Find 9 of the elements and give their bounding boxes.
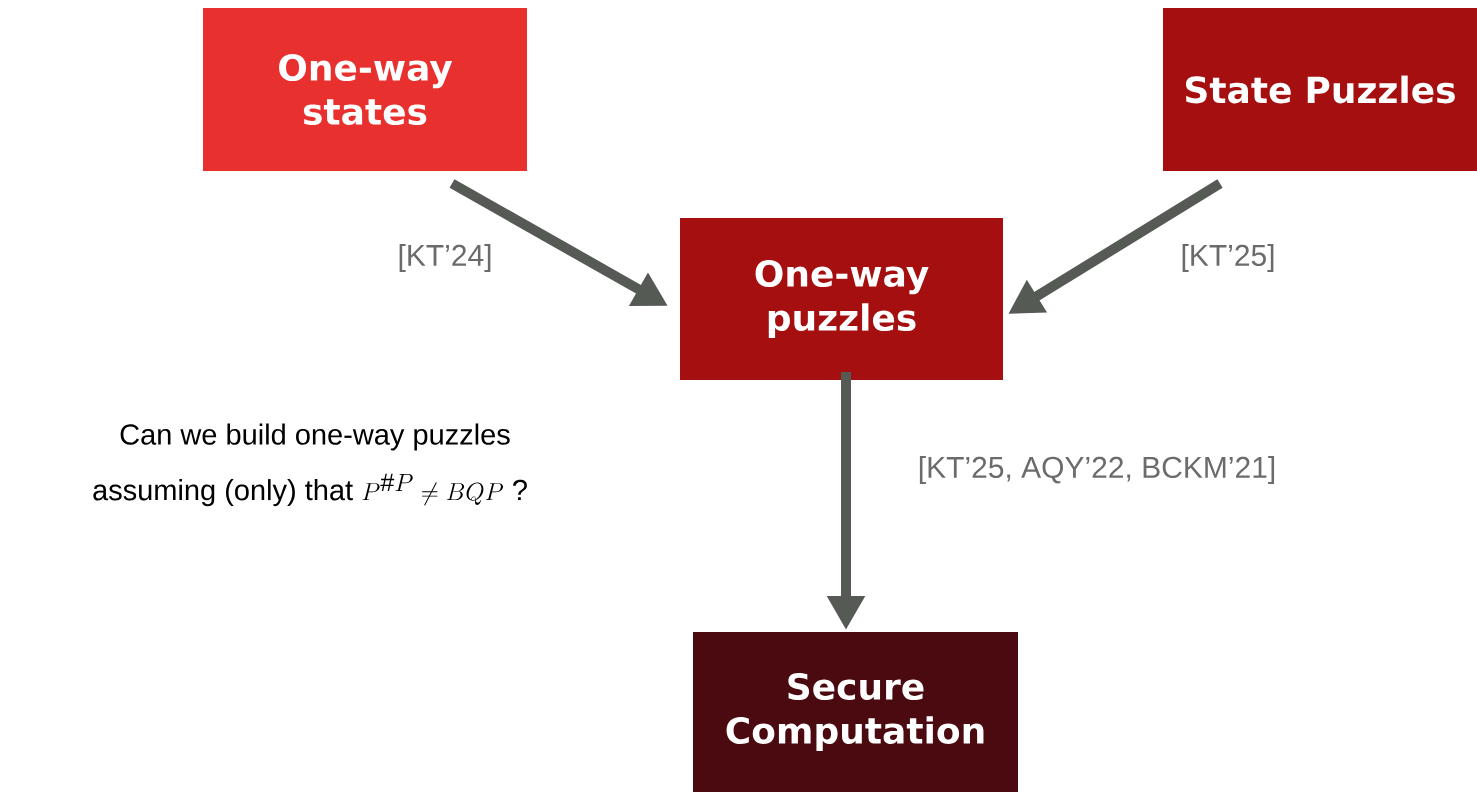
edge-label: [KT’25] xyxy=(1182,244,1274,272)
concept-box: One-way states xyxy=(203,8,527,171)
question-text: Can we build one-way puzzles xyxy=(120,423,510,451)
edge-label: [KT’25, AQY’22, BCKM’21] xyxy=(919,456,1275,484)
concept-box: One-way puzzles xyxy=(680,218,1003,380)
concept-box: State Puzzles xyxy=(1163,8,1477,171)
question-text: assuming (only) that $P^{\#P} \neq BQP$ ? xyxy=(93,473,527,507)
concept-box: Secure Computation xyxy=(693,632,1018,792)
edge-label: [KT’24] xyxy=(399,244,491,272)
